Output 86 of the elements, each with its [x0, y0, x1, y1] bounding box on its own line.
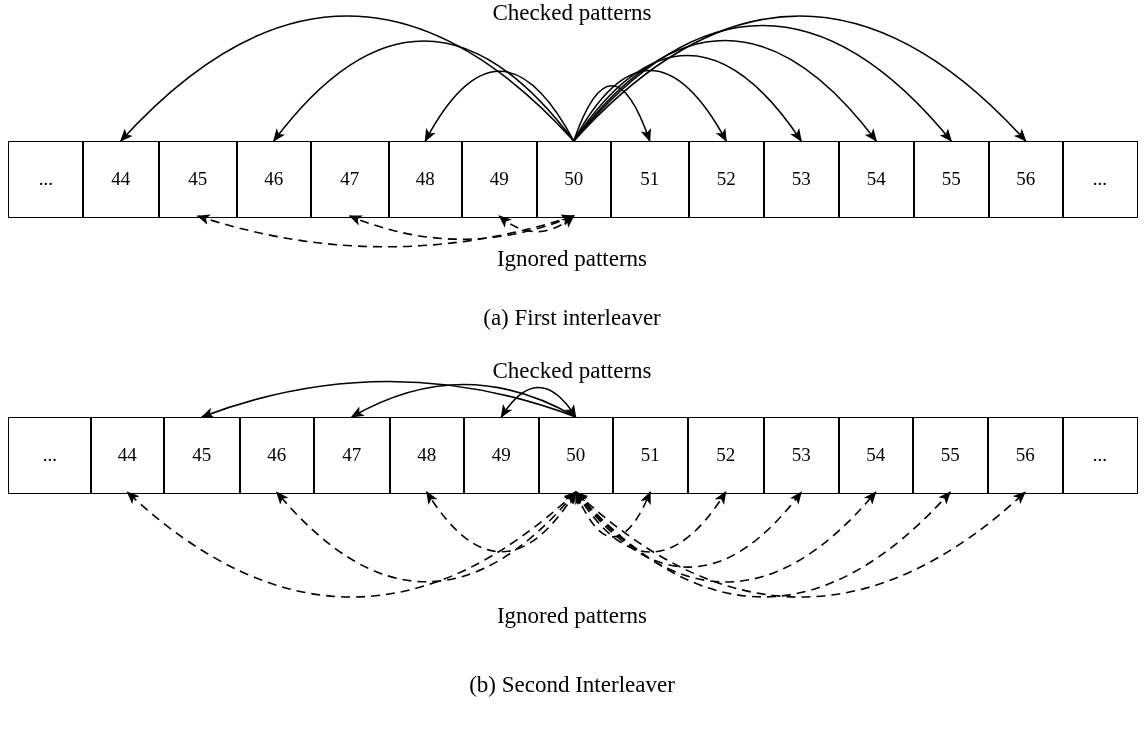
- array-cell: [82, 141, 160, 218]
- region-label: Ignored patterns: [496, 603, 648, 629]
- cell-value: 44: [117, 444, 137, 467]
- dashed-arrow: [348, 215, 575, 240]
- dashed-arrow: [425, 491, 577, 553]
- cell-value: 51: [640, 168, 660, 191]
- cell-value: 52: [716, 168, 736, 191]
- subfigure-caption: (a) First interleaver: [483, 305, 661, 331]
- cell-value: 46: [264, 168, 284, 191]
- array-cell: [313, 417, 391, 494]
- array-cell: [687, 417, 765, 494]
- array-cell: [163, 417, 241, 494]
- dashed-arrow: [574, 491, 652, 538]
- cell-value: 49: [491, 444, 511, 467]
- cell-value: 55: [941, 168, 961, 191]
- dashed-arrow: [574, 491, 1027, 598]
- array-cell: [8, 141, 84, 218]
- dashed-arrow: [574, 491, 803, 568]
- array-cell: [1062, 141, 1138, 218]
- region-label: Checked patterns: [492, 358, 652, 384]
- arrow: [572, 54, 803, 142]
- arrow: [272, 40, 575, 142]
- array-cell: [912, 417, 989, 494]
- cell-value: 48: [417, 444, 437, 467]
- array-cell: [763, 141, 840, 218]
- cell-value: 47: [342, 444, 362, 467]
- cell-value: 50: [566, 444, 586, 467]
- cell-value: 56: [1016, 168, 1036, 191]
- cell-value: 54: [866, 444, 886, 467]
- cell-value: 48: [415, 168, 435, 191]
- array-cell: [610, 141, 690, 218]
- cell-value: 49: [489, 168, 509, 191]
- arrow: [500, 386, 577, 418]
- dashed-arrow: [126, 491, 577, 598]
- dashed-arrow: [498, 215, 575, 233]
- dashed-arrow: [574, 491, 727, 553]
- arrow: [572, 69, 728, 142]
- arrow: [572, 85, 651, 142]
- cell-value: ...: [38, 168, 53, 191]
- arrow: [572, 15, 1027, 142]
- array-cell: [536, 141, 612, 218]
- array-cell: [838, 141, 915, 218]
- cell-value: 50: [564, 168, 584, 191]
- subfigure-caption: (b) Second Interleaver: [469, 672, 675, 698]
- cell-value: 54: [866, 168, 886, 191]
- arrow: [119, 15, 575, 142]
- array-cell: [612, 417, 689, 494]
- array-cell: [388, 141, 463, 218]
- array-cell: [688, 141, 765, 218]
- cell-value: 45: [192, 444, 212, 467]
- dashed-arrow: [574, 491, 952, 598]
- cell-value: 45: [188, 168, 208, 191]
- region-label: Ignored patterns: [496, 246, 648, 272]
- cell-value: 52: [716, 444, 736, 467]
- dashed-arrow: [196, 214, 575, 248]
- arrow: [572, 39, 878, 142]
- array-cell: [987, 417, 1064, 494]
- array-cell: [90, 417, 165, 494]
- region-label: Checked patterns: [492, 0, 652, 26]
- cell-value: 47: [340, 168, 360, 191]
- array-cell: [389, 417, 465, 494]
- dashed-arrow: [574, 491, 877, 583]
- array-cell: [236, 141, 312, 218]
- cell-value: 55: [940, 444, 960, 467]
- array-cell: [538, 417, 614, 494]
- cell-value: 44: [111, 168, 131, 191]
- array-cell: [158, 141, 238, 218]
- cell-value: 51: [640, 444, 660, 467]
- cell-value: 56: [1015, 444, 1035, 467]
- array-cell: [8, 417, 92, 494]
- array-cell: [838, 417, 914, 494]
- array-cell: [988, 141, 1064, 218]
- array-cell: [239, 417, 315, 494]
- array-cell: [763, 417, 840, 494]
- array-cell: [1062, 417, 1138, 494]
- array-cell: [913, 141, 990, 218]
- cell-value: 53: [791, 168, 811, 191]
- array-cell: [463, 417, 540, 494]
- cell-value: 46: [267, 444, 287, 467]
- cell-value: ...: [42, 444, 57, 467]
- cell-value: ...: [1092, 168, 1107, 191]
- array-cell: [310, 141, 390, 218]
- arrow: [424, 70, 575, 142]
- cell-value: 53: [791, 444, 811, 467]
- cell-value: ...: [1092, 444, 1107, 467]
- array-cell: [461, 141, 538, 218]
